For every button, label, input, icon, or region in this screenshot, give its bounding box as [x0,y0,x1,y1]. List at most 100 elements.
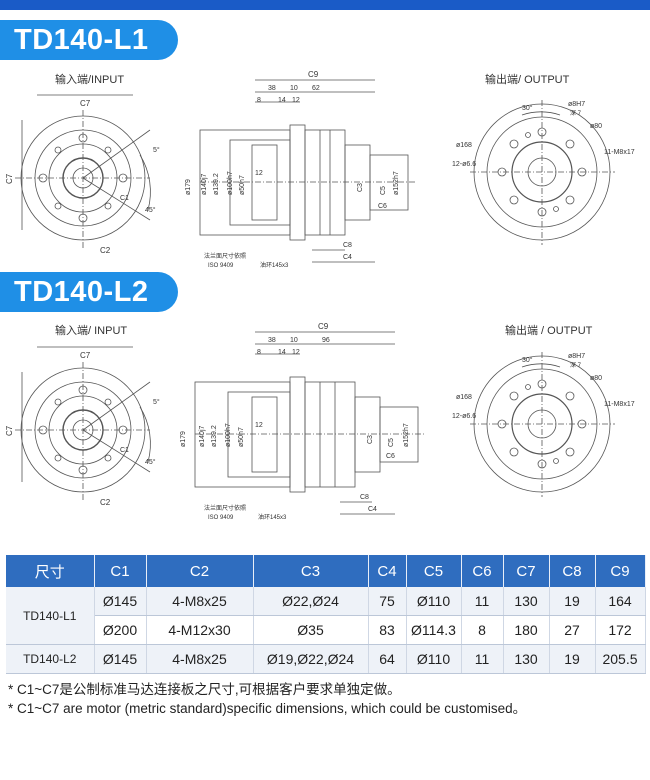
depth-7: 深 7 [570,109,582,117]
angle-45: 45° [145,206,156,214]
cell-c8: 19 [549,587,596,616]
iso-note: ISO 9409 [208,515,234,521]
cell-c9: 172 [595,615,646,645]
dim-12: 12 [292,97,300,104]
dia-8: ø8H7 [568,353,585,360]
cell-c8: 27 [549,615,596,645]
dia-100: ø100h7 [225,423,232,447]
cell-c7: 130 [503,644,550,674]
dim-12b: 12 [255,170,263,177]
dim-96: 96 [322,337,330,344]
cell-c1: Ø200 [94,615,147,645]
dim-c3: C3 [357,183,364,192]
dim-c6: C6 [378,203,387,210]
dim-c2: C2 [100,498,111,507]
angle-30: 30° [522,104,533,112]
header-c3: C3 [253,555,369,587]
dimension-table: 尺寸 C1 C2 C3 C4 C5 C6 C7 C8 C9 TD140-L1 Ø… [6,555,646,674]
angle-30: 30° [522,356,533,364]
note-english: * C1~C7 are motor (metric standard)speci… [8,701,527,716]
dim-c2: C2 [100,246,111,255]
technical-drawing-l2: C7 C7 C1 C2 45° 5° C9 38 10 96 8 14 12 1… [5,322,635,521]
dia-168: ø168 [456,142,472,149]
model-cell: TD140-L1 [6,587,95,645]
dia-80: ø80 [590,375,602,382]
dim-14: 14 [278,349,286,356]
cell-c5: Ø110 [406,587,462,616]
angle-45: 45° [145,458,156,466]
cell-c4: 64 [368,644,407,674]
dia-152: ø152h7 [403,423,410,447]
dim-c5: C5 [380,186,387,195]
technical-drawing-l1: C7 C7 C1 C2 45° 5° C9 38 10 62 8 14 12 1… [5,70,635,269]
dim-c1: C1 [120,447,129,454]
dim-c7-top: C7 [80,99,91,108]
dia-100: ø100h7 [227,171,234,195]
dia-80: ø80 [590,123,602,130]
model-title-l1: TD140-L1 [0,20,178,60]
cell-c4: 75 [368,587,407,616]
dia-179: ø179 [180,431,187,447]
model-cell: TD140-L2 [6,644,95,674]
angle-5: 5° [153,146,160,154]
cell-c6: 11 [461,587,504,616]
cell-c2: 4-M8x25 [146,587,254,616]
dim-12b: 12 [255,422,263,429]
dim-10: 10 [290,85,298,92]
dim-38: 38 [268,337,276,344]
dim-c5: C5 [388,438,395,447]
cell-c3: Ø19,Ø22,Ø24 [253,644,369,674]
dim-14: 14 [278,97,286,104]
table-header-row: 尺寸 C1 C2 C3 C4 C5 C6 C7 C8 C9 [6,555,646,587]
table-row: Ø200 4-M12x30 Ø35 83 Ø114.3 8 180 27 172 [6,615,646,645]
flange-note: 法兰面尺寸依照 [204,252,246,260]
dim-c9: C9 [318,322,329,331]
model-title-l2: TD140-L2 [0,272,178,312]
dim-10: 10 [290,337,298,344]
dia-140: ø140j7 [199,425,206,447]
dim-c8: C8 [360,494,369,501]
output-view-label-l2: 输出端 / OUTPUT [505,325,593,337]
table-row: TD140-L1 Ø145 4-M8x25 Ø22,Ø24 75 Ø110 11… [6,587,646,645]
header-c8: C8 [549,555,596,587]
top-accent-bar [0,0,650,10]
input-view-label-l2: 输入端/ INPUT [55,325,128,337]
dia-139: ø139.2 [211,425,218,447]
header-c7: C7 [503,555,550,587]
dim-c7-side: C7 [5,425,14,436]
cell-c6: 11 [461,644,504,674]
cell-c3: Ø35 [253,615,369,645]
cell-c2: 4-M12x30 [146,615,254,645]
input-view-label-l1: 输入端/INPUT [55,74,125,86]
cell-c1: Ø145 [94,587,147,616]
dim-c7-top: C7 [80,351,91,360]
header-c9: C9 [595,555,646,587]
cell-c2: 4-M8x25 [146,644,254,674]
cell-c9: 164 [595,587,646,616]
dia-8: ø8H7 [568,101,585,108]
holes-12: 12-ø6.6 [452,161,476,168]
cell-c4: 83 [368,615,407,645]
holes-12: 12-ø6.6 [452,413,476,420]
dim-38: 38 [268,85,276,92]
angle-5: 5° [153,398,160,406]
header-c1: C1 [94,555,147,587]
dim-c1: C1 [120,195,129,202]
oil-ring-note: 油环145x3 [260,261,289,269]
dim-8: 8 [257,97,261,104]
dia-168: ø168 [456,394,472,401]
dim-8: 8 [257,349,261,356]
cell-c5: Ø114.3 [406,615,462,645]
dim-c4: C4 [343,254,352,261]
dim-12: 12 [292,349,300,356]
dim-c3: C3 [367,435,374,444]
dia-179: ø179 [185,179,192,195]
dim-c4: C4 [368,506,377,513]
dia-140: ø140j7 [201,173,208,195]
cell-c8: 19 [549,644,596,674]
header-size: 尺寸 [6,555,95,587]
dia-152: ø152h7 [393,171,400,195]
cell-c7: 130 [503,587,550,616]
cell-c1: Ø145 [94,644,147,674]
header-c4: C4 [368,555,407,587]
